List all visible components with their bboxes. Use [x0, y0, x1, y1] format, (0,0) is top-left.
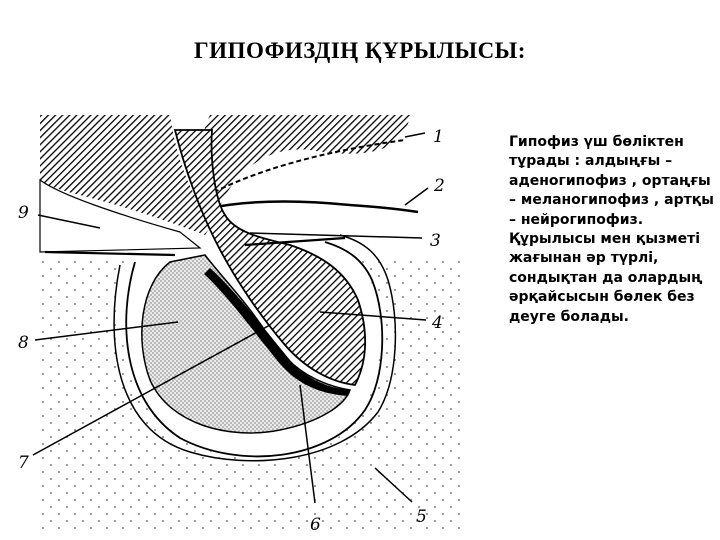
leader-line-6: [299, 384, 316, 504]
label-8: 8: [18, 333, 29, 353]
brain-tissue: [40, 115, 410, 235]
leader-line-7: [32, 324, 271, 456]
label-5: 5: [416, 507, 427, 527]
adenohypophysis: [141, 254, 351, 434]
label-1: 1: [433, 127, 444, 147]
diaphragm-left: [44, 250, 176, 257]
label-2: 2: [433, 176, 445, 196]
label-3: 3: [430, 231, 441, 251]
label-7: 7: [18, 453, 29, 473]
label-4: 4: [431, 313, 443, 333]
neurohypophysis: [173, 129, 367, 386]
capsule-outer: [113, 234, 397, 462]
pituitary-diagram: 1 2 3 4 5 6 7 8 9: [18, 115, 460, 535]
arachnoid-dashed: [199, 139, 406, 201]
label-6: 6: [310, 515, 321, 535]
leader-line-5: [374, 467, 413, 503]
description-text: Гипофиз үш бөліктен тұрады : алдыңғы – а…: [509, 134, 714, 325]
capsule-outline: [125, 241, 384, 458]
diaphragm-right: [244, 236, 346, 247]
leader-line-4: [319, 311, 427, 321]
leader-line-3: [249, 232, 423, 239]
leader-line-2: [404, 187, 429, 206]
intermediate-lobe: [204, 268, 350, 396]
slide-title: ГИПОФИЗДІҢ ҚҰРЫЛЫСЫ:: [194, 38, 526, 63]
subarachnoid-space: [39, 178, 202, 253]
leader-line-8: [34, 321, 179, 341]
dura-line: [209, 200, 419, 214]
leader-line-1: [404, 132, 426, 138]
label-9: 9: [18, 203, 29, 223]
leader-line-9: [37, 214, 101, 229]
